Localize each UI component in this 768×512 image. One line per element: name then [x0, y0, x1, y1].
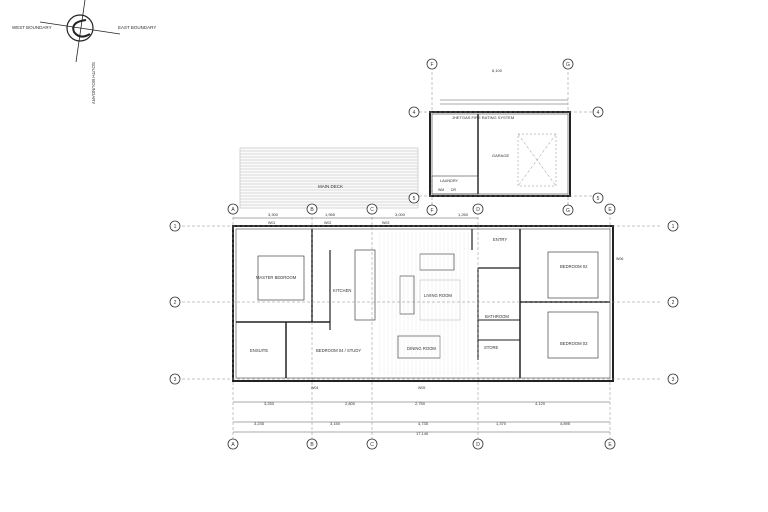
grid-bubble-1-left — [169, 220, 181, 232]
entry-label: ENTRY — [493, 237, 507, 242]
grid-bubble-e-bottom — [604, 438, 616, 450]
grid-label-e-top: E — [608, 207, 612, 213]
south-boundary-label: SOUTH BOUNDARY — [91, 62, 96, 104]
dim-top-1: 3,300 — [268, 212, 279, 217]
grid-label-g-bottom: G — [566, 208, 570, 214]
grid-label-3-left: 3 — [174, 377, 177, 383]
garage-block — [429, 99, 571, 197]
grid-bubble-3-left — [169, 373, 181, 385]
grid-label-2-right: 2 — [672, 300, 675, 306]
compass-icon — [39, 0, 121, 63]
window-tag-w03: W03 — [382, 221, 389, 225]
grid-bubble-2-right — [667, 296, 679, 308]
dim-bottom2-4: 1,370 — [496, 421, 507, 426]
grid-bubble-4-right — [592, 106, 604, 118]
window-tag-w01: W01 — [268, 221, 275, 225]
window-tag-w05: W05 — [418, 386, 425, 390]
dim-bottom2-5: 4,895 — [560, 421, 571, 426]
grid-bubble-4-left — [408, 106, 420, 118]
grid-label-5-left: 5 — [413, 196, 416, 202]
grid-bubble-f-top — [426, 58, 438, 70]
grid-label-2-left: 2 — [174, 300, 177, 306]
grid-bubble-g-top — [562, 58, 574, 70]
grid-bubble-5-right — [592, 192, 604, 204]
grid-label-e-bottom: E — [608, 442, 612, 448]
washing-machine-label: WM — [438, 188, 444, 192]
dining-room-label: DINING ROOM — [407, 346, 436, 351]
window-tag-w06: W06 — [616, 257, 623, 261]
grid-bubble-3-right — [667, 373, 679, 385]
dim-bottom-total: 17,140 — [416, 431, 429, 436]
grid-bubble-c-top — [366, 203, 378, 215]
grid-label-a-bottom: A — [231, 442, 235, 448]
main-deck-label: MAIN DECK — [318, 184, 343, 189]
dim-bottom1-1: 3,250 — [264, 401, 275, 406]
grid-bubble-5-left — [408, 192, 420, 204]
dim-bottom2-1: 3,235 — [254, 421, 265, 426]
bedroom-02-label: BEDROOM 02 — [560, 264, 588, 269]
grid-label-4-right: 4 — [597, 110, 600, 116]
dim-bottom2-2: 3,150 — [330, 421, 341, 426]
grid-label-3-right: 3 — [672, 377, 675, 383]
grid-label-d-top: D — [476, 207, 480, 213]
grid-label-f-bottom: F — [430, 208, 433, 214]
grid-label-f-top: F — [430, 62, 433, 68]
grid-label-d-bottom: D — [476, 442, 480, 448]
dim-top-2: 1,965 — [325, 212, 336, 217]
dim-top-3: 3,000 — [395, 212, 406, 217]
bathroom-label: BATHROOM — [485, 314, 509, 319]
grid-bubble-b-bottom — [306, 438, 318, 450]
garage-dim-top: 6,100 — [492, 68, 503, 73]
grid-label-c-top: C — [370, 207, 374, 213]
master-bedroom-label: MASTER BEDROOM — [256, 275, 297, 280]
west-boundary-label: WEST BOUNDARY — [12, 25, 52, 30]
grid-bubble-d-top — [472, 203, 484, 215]
grid-bubble-c-bottom — [366, 438, 378, 450]
dim-bottom1-4: 4,120 — [535, 401, 546, 406]
store-label: STORE — [484, 345, 499, 350]
grid-bubble-e-top — [604, 203, 616, 215]
main-deck — [239, 147, 419, 209]
grid-bubble-2-left — [169, 296, 181, 308]
grid-bubble-a-top — [227, 203, 239, 215]
garage-label: GARAGE — [492, 153, 509, 158]
window-tag-w02: W02 — [324, 221, 331, 225]
window-tag-w04: W04 — [311, 386, 318, 390]
grid-label-g-top: G — [566, 62, 570, 68]
grid-label-c-bottom: C — [370, 442, 374, 448]
grid-label-b-top: B — [310, 207, 314, 213]
dryer-label: DR — [451, 188, 457, 192]
grid-label-1-right: 1 — [672, 224, 675, 230]
east-boundary-label: EAST BOUNDARY — [118, 25, 156, 30]
dim-top-4: 1,260 — [458, 212, 469, 217]
grid-label-4-left: 4 — [413, 110, 416, 116]
dim-bottom1-3: 2,750 — [415, 401, 426, 406]
bedroom-03-label: BEDROOM 03 — [560, 341, 588, 346]
living-room-label: LIVING ROOM — [424, 293, 452, 298]
grid-bubble-a-bottom — [227, 438, 239, 450]
laundry-label: LAUNDRY — [440, 179, 459, 183]
grid-bubble-f-bottom — [426, 204, 438, 216]
grid-label-1-left: 1 — [174, 224, 177, 230]
grid-bubble-1-right — [667, 220, 679, 232]
kitchen-label: KITCHEN — [333, 288, 351, 293]
grid-bubble-d-bottom — [472, 438, 484, 450]
garage-fire-rating-label: JHETGAS FIRE RATING SYSTEM — [452, 115, 514, 120]
ensuite-label: ENSUITE — [250, 348, 268, 353]
house-outline — [232, 225, 614, 382]
grid-label-5-right: 5 — [597, 196, 600, 202]
grid-bubble-b-top — [306, 203, 318, 215]
bedroom-04-label: BEDROOM 04 / STUDY — [316, 348, 361, 353]
dim-bottom2-3: 4,735 — [418, 421, 429, 426]
grid-bubble-g-bottom — [562, 204, 574, 216]
grid-label-b-bottom: B — [310, 442, 314, 448]
dim-bottom1-2: 2,800 — [345, 401, 356, 406]
grid-label-a-top: A — [231, 207, 235, 213]
